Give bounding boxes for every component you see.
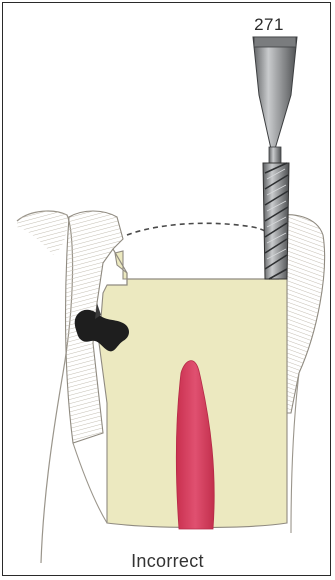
original-contour-dashed: [127, 223, 273, 237]
figure-frame: 271 Incorrect: [2, 2, 331, 576]
adjacent-tooth-left-enamel: [17, 211, 67, 255]
adjacent-tooth-left: [17, 211, 73, 563]
root-left: [73, 443, 107, 523]
bur-number-label: 271: [247, 15, 291, 35]
figure-caption: Incorrect: [3, 551, 331, 572]
preparation-outline: [107, 249, 279, 285]
tooth-preparation-diagram: [3, 3, 331, 576]
